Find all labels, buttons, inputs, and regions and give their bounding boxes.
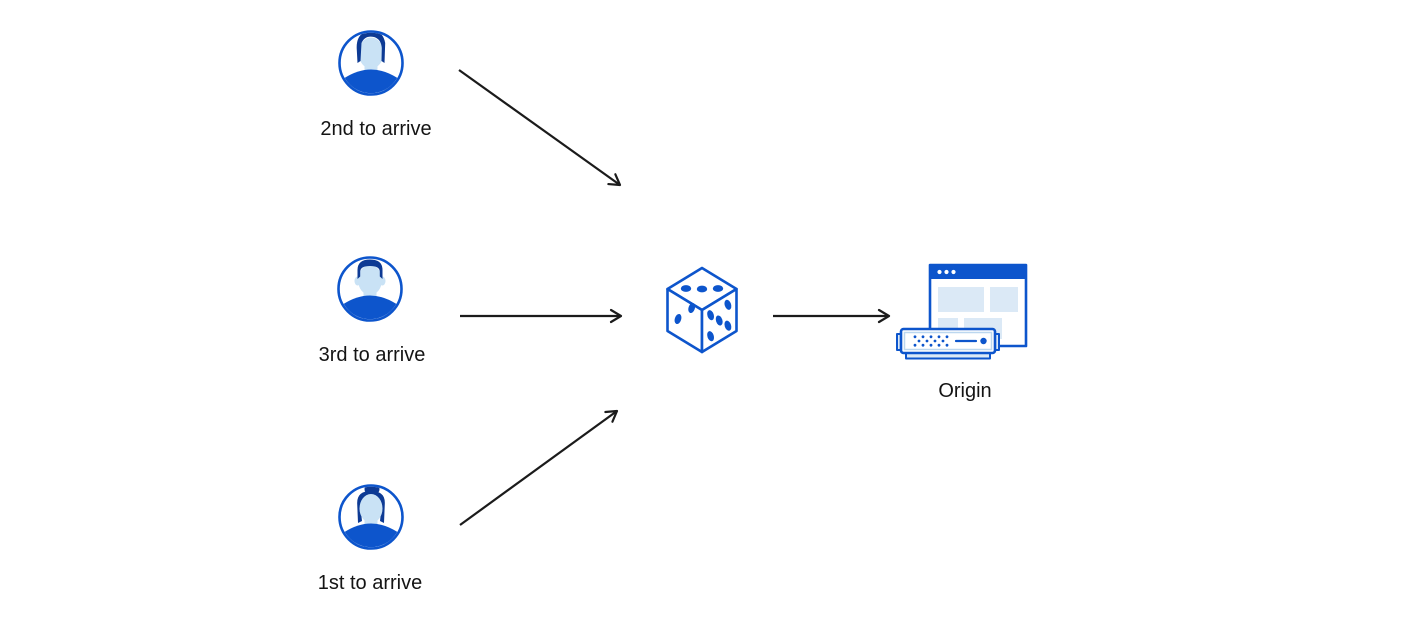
server-icon — [896, 327, 1000, 360]
avatar-woman-bun-icon — [338, 484, 404, 550]
client-3rd-label: 3rd to arrive — [318, 344, 426, 366]
connection-arrows — [458, 69, 891, 526]
arrow-client-2nd-to-dice — [458, 69, 622, 187]
avatar-man-pompadour-icon — [338, 30, 404, 96]
arrow-client-1st-to-dice — [459, 409, 619, 526]
origin-server-browser-icon — [896, 263, 1028, 360]
origin-label: Origin — [938, 380, 992, 402]
client-1st-label: 1st to arrive — [317, 572, 423, 594]
server-vent-dots — [913, 335, 949, 347]
client-2nd-label: 2nd to arrive — [320, 118, 432, 140]
dice-icon — [666, 266, 738, 354]
avatar-man-short-hair-icon — [337, 256, 403, 322]
